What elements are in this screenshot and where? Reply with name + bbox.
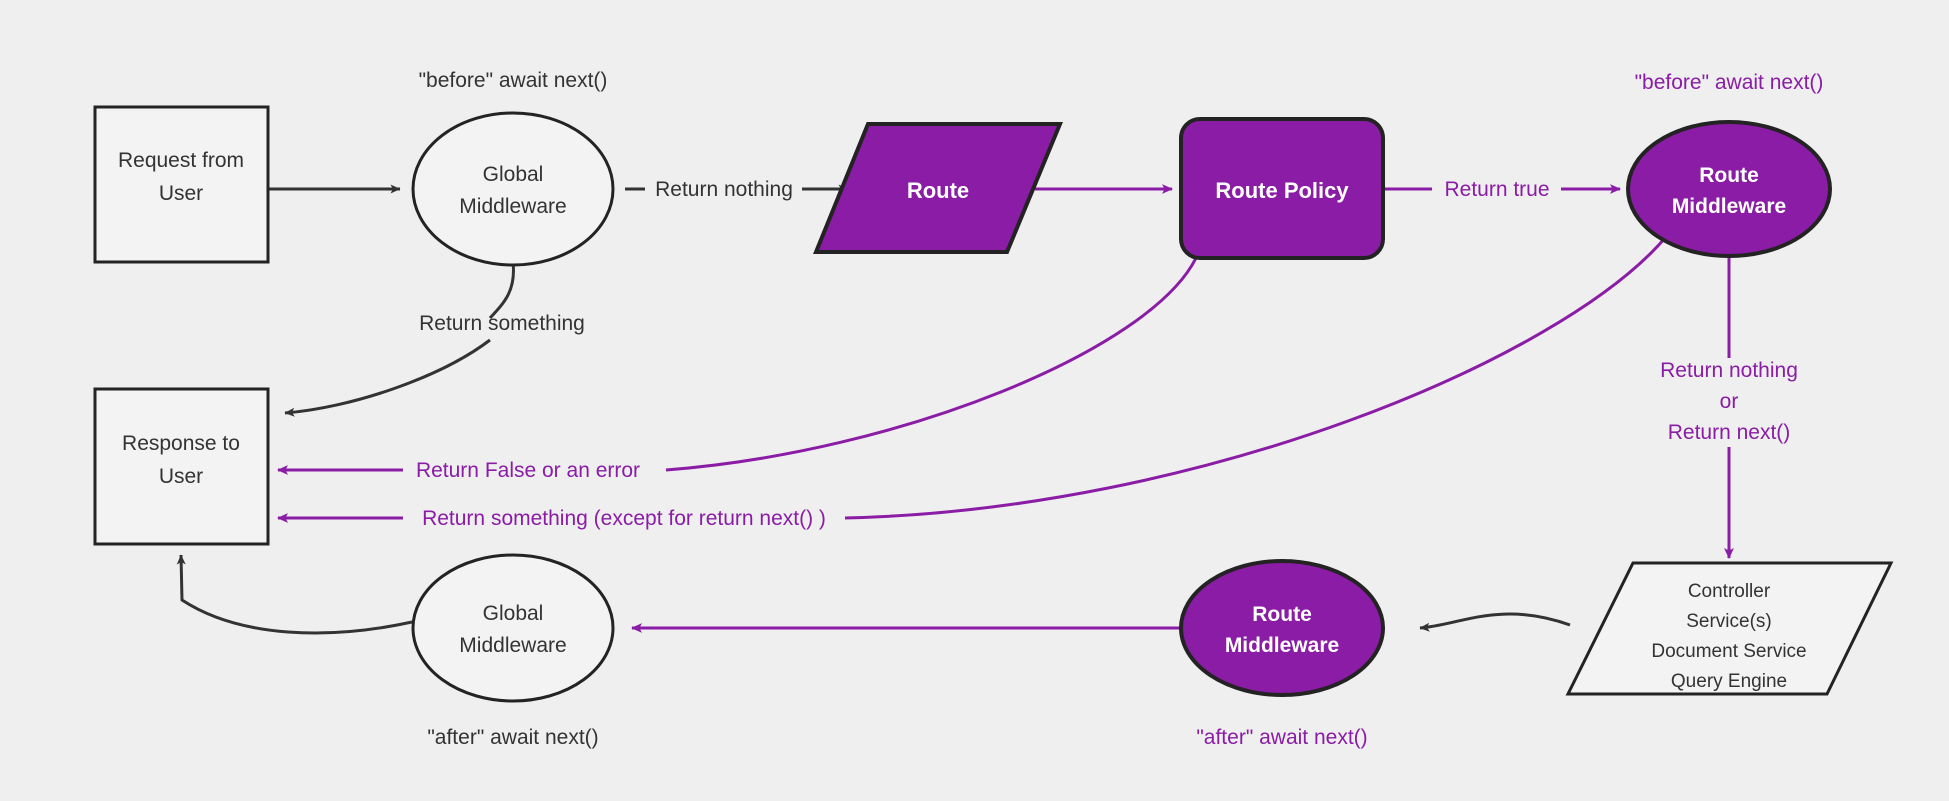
- route-middleware-bottom-label-line2: Middleware: [1225, 634, 1339, 657]
- request-from-user-label-line2: User: [159, 182, 203, 205]
- controller-stack-shape: [1565, 561, 1894, 696]
- node-global-middleware-top[interactable]: Global Middleware: [411, 111, 615, 267]
- response-to-user-shape: [93, 387, 270, 546]
- route-policy-shape: [1179, 117, 1385, 260]
- route-label: Route: [907, 178, 969, 203]
- edge-controller-to-route-middleware-bottom: [1419, 612, 1571, 632]
- controller-stack-label-line3: Document Service: [1651, 641, 1806, 662]
- global-middleware-top-shape: [411, 111, 615, 267]
- node-response-to-user[interactable]: Response to User: [93, 387, 270, 546]
- annotation-before-global-middleware: "before" await next(): [419, 69, 608, 92]
- annotation-after-global-middleware: "after" await next(): [427, 726, 598, 749]
- global-middleware-bottom-label-line2: Middleware: [459, 634, 566, 657]
- edge-label-return-something-except: Return something (except for return next…: [422, 507, 826, 530]
- edge-label-return-false-or-error: Return False or an error: [416, 459, 640, 482]
- edge-label-return-nothing-or-next-line1: Return nothing: [1660, 359, 1798, 382]
- request-from-user-label-line1: Request from: [118, 149, 244, 172]
- global-middleware-bottom-shape: [411, 553, 615, 703]
- edge-label-return-true: Return true: [1444, 178, 1549, 201]
- node-global-middleware-bottom[interactable]: Global Middleware: [411, 553, 615, 703]
- controller-stack-label-line4: Query Engine: [1671, 671, 1787, 692]
- global-middleware-top-label-line1: Global: [483, 163, 544, 186]
- response-to-user-label-line2: User: [159, 465, 203, 488]
- node-route-policy[interactable]: Route Policy: [1179, 117, 1385, 260]
- route-policy-label: Route Policy: [1215, 178, 1349, 203]
- controller-stack-label-line2: Service(s): [1686, 611, 1772, 632]
- node-route-middleware-bottom[interactable]: Route Middleware: [1179, 559, 1385, 697]
- node-request-from-user[interactable]: Request from User: [93, 105, 270, 264]
- route-middleware-top-label-line1: Route: [1699, 164, 1759, 187]
- route-middleware-top-shape: [1626, 120, 1832, 258]
- edge-return-something-to-response: [284, 338, 491, 417]
- response-to-user-label-line1: Response to: [122, 432, 240, 455]
- global-middleware-top-label-line2: Middleware: [459, 195, 566, 218]
- controller-stack-label-line1: Controller: [1688, 581, 1771, 602]
- node-route-middleware-top[interactable]: Route Middleware: [1626, 120, 1832, 258]
- annotation-before-route-middleware: "before" await next(): [1635, 71, 1824, 94]
- edge-label-return-something-top: Return something: [419, 312, 585, 335]
- route-middleware-bottom-label-line1: Route: [1252, 603, 1312, 626]
- edge-label-return-nothing-or-next-line2: or: [1720, 390, 1739, 413]
- edge-label-return-nothing: Return nothing: [655, 178, 793, 201]
- edge-route-policy-false-or-error-curve: [665, 257, 1198, 472]
- route-middleware-bottom-shape: [1179, 559, 1385, 697]
- request-from-user-shape: [93, 105, 270, 264]
- annotation-after-route-middleware: "after" await next(): [1196, 726, 1367, 749]
- node-route[interactable]: Route: [813, 122, 1063, 254]
- edge-global-mw-return-something-upper: [488, 261, 515, 320]
- route-middleware-top-label-line2: Middleware: [1672, 195, 1786, 218]
- global-middleware-bottom-label-line1: Global: [483, 602, 544, 625]
- edge-route-mw-return-something-curve: [844, 237, 1667, 520]
- edge-global-mw-bottom-to-response: [176, 554, 413, 635]
- edge-label-return-nothing-or-next-line3: Return next(): [1668, 421, 1791, 444]
- node-controller-stack[interactable]: Controller Service(s) Document Service Q…: [1565, 561, 1894, 696]
- route-shape: [813, 122, 1063, 254]
